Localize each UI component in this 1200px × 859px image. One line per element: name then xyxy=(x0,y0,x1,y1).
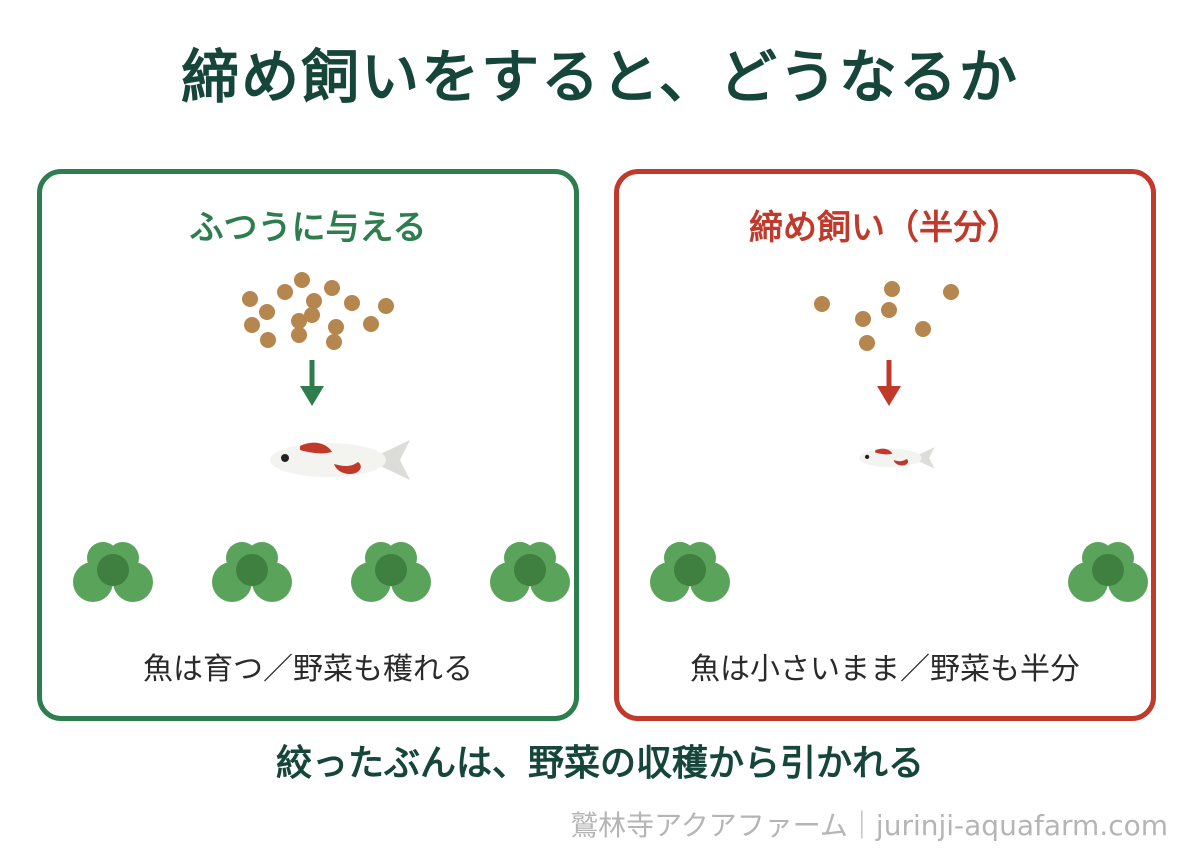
panel-heading-normal: ふつうに与える xyxy=(189,208,427,248)
down-arrow-icon xyxy=(300,360,324,406)
vegetable-row-full xyxy=(73,542,570,602)
lettuce-plant-icon xyxy=(351,542,431,602)
normal-scene xyxy=(73,272,570,602)
feed-pellets-half xyxy=(814,281,959,351)
lettuce-plant-icon xyxy=(650,542,730,602)
panel-caption-restricted: 魚は小さいまま／野菜も半分 xyxy=(690,652,1080,687)
down-arrow-icon xyxy=(877,360,901,406)
koi-fish-large-icon xyxy=(270,440,410,480)
lettuce-plant-icon xyxy=(1068,542,1148,602)
panel-normal-feeding: ふつうに与える xyxy=(37,169,579,721)
panel-restricted-feeding: 締め飼い（半分） xyxy=(614,169,1156,721)
feed-pellets-full xyxy=(242,272,394,350)
restricted-scene xyxy=(650,281,1148,602)
page-title: 締め飼いをすると、どうなるか xyxy=(181,43,1019,111)
conclusion-text: 絞ったぶんは、野菜の収穫から引かれる xyxy=(275,743,924,784)
lettuce-plant-icon xyxy=(73,542,153,602)
lettuce-plant-icon xyxy=(212,542,292,602)
panel-caption-normal: 魚は育つ／野菜も穫れる xyxy=(143,652,473,687)
koi-fish-small-icon xyxy=(859,447,935,469)
lettuce-plant-icon xyxy=(490,542,570,602)
site-credit: 鷲林寺アクアファーム｜jurinji-aquafarm.com xyxy=(570,809,1168,842)
panel-heading-restricted: 締め飼い（半分） xyxy=(749,208,1021,248)
vegetable-row-half xyxy=(650,542,1148,602)
